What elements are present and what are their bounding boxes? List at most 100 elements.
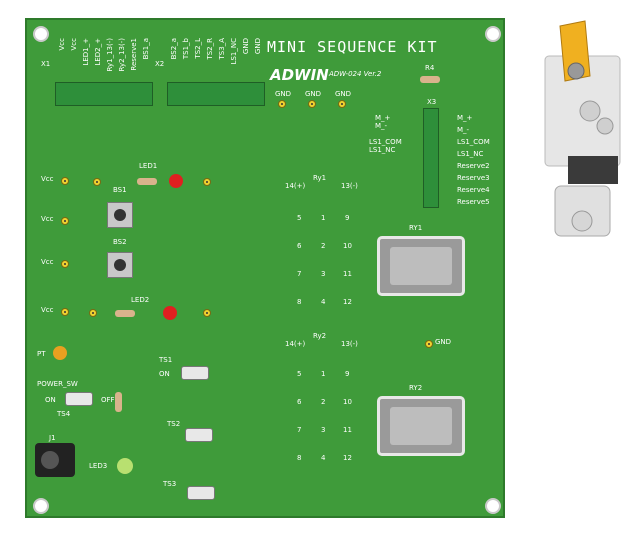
push-button-bs1[interactable]: [107, 202, 133, 228]
ry1-plus-label: 14(+): [285, 182, 306, 190]
led2-pin[interactable]: [89, 309, 97, 317]
vcc-pin[interactable]: [61, 260, 69, 268]
circuit-board: MINI SEQUENCE KIT ADWIN ADW-024 Ver.2 X1…: [25, 18, 505, 518]
x2-terminal-block[interactable]: [167, 82, 265, 106]
gnd-pin[interactable]: [338, 100, 346, 108]
brand-logo: ADWIN: [270, 66, 329, 84]
ry1-contact: 6: [297, 242, 302, 250]
x3-pin-label: LS1_COM: [457, 138, 490, 146]
mounting-hole: [485, 498, 501, 514]
ry1-contact: 1: [321, 214, 326, 222]
x1-pin-label: BS1_a: [142, 38, 150, 60]
gnd-pin[interactable]: [278, 100, 286, 108]
x3-pin-label: LS1_NC: [457, 150, 484, 158]
ts3-label: TS3: [163, 480, 177, 488]
x2-pin-label: TS2_R: [206, 38, 214, 60]
ry1-contact: 10: [343, 242, 352, 250]
ts4-label: TS4: [57, 410, 71, 418]
led3: [117, 458, 133, 474]
ry2-contact: 3: [321, 426, 326, 434]
ry1-relay-label: RY1: [409, 224, 423, 232]
gnd-pin[interactable]: [308, 100, 316, 108]
x3-pin-label: Reserve3: [457, 174, 490, 182]
ry2-relay-label: RY2: [409, 384, 423, 392]
ts1-label: TS1: [159, 356, 173, 364]
resistor-r3: [115, 310, 135, 317]
x2-pin-label: TS3_A: [218, 38, 226, 60]
toggle-switch-ts3[interactable]: [187, 486, 215, 500]
vcc-pin[interactable]: [61, 217, 69, 225]
vcc-label: Vcc: [41, 306, 54, 314]
gnd-pin[interactable]: [425, 340, 433, 348]
led1: [169, 174, 183, 188]
x3-side-label: LS1_COM: [369, 138, 402, 146]
power-switch[interactable]: [65, 392, 93, 406]
ry2-contact: 5: [297, 370, 302, 378]
board-version: ADW-024 Ver.2: [329, 70, 382, 78]
led1-pin[interactable]: [203, 178, 211, 186]
r4-label: R4: [425, 64, 435, 72]
x3-pin-label: Reserve4: [457, 186, 490, 194]
x1-terminal-block[interactable]: [55, 82, 153, 106]
gnd-label: GND: [335, 90, 352, 98]
vcc-label: Vcc: [41, 258, 54, 266]
ry2-contact: 2: [321, 398, 326, 406]
board-title: MINI SEQUENCE KIT: [267, 38, 438, 56]
ry1-contact: 3: [321, 270, 326, 278]
relay-ry2: [377, 396, 465, 456]
toggle-switch-ts2[interactable]: [185, 428, 213, 442]
x2-label: X2: [155, 60, 165, 68]
ry1-label: Ry1: [313, 174, 327, 182]
mounting-hole: [33, 498, 49, 514]
ry2-contact: 6: [297, 398, 302, 406]
x1-pin-label: Vcc: [58, 38, 66, 51]
resistor-r1: [115, 392, 122, 412]
push-button-bs2[interactable]: [107, 252, 133, 278]
led1-label: LED1: [139, 162, 158, 170]
ry1-contact: 7: [297, 270, 302, 278]
x2-pin-label: GND: [242, 38, 250, 55]
ts1-on-label: ON: [159, 370, 170, 378]
gnd-label: GND: [275, 90, 292, 98]
on-label: ON: [45, 396, 56, 404]
resistor-r2: [137, 178, 157, 185]
x1-pin-label: Vcc: [70, 38, 78, 51]
x1-pin-label: Ry2_13(-): [118, 38, 126, 72]
ry2-contact: 4: [321, 454, 326, 462]
ry1-contact: 9: [345, 214, 350, 222]
x2-pin-label: BS2_a: [170, 38, 178, 60]
led2-pin[interactable]: [203, 309, 211, 317]
ry2-contact: 10: [343, 398, 352, 406]
mounting-hole: [485, 26, 501, 42]
gnd-label: GND: [305, 90, 322, 98]
x3-terminal-block[interactable]: [423, 108, 439, 208]
x1-pin-label: Reserve1: [130, 38, 138, 71]
x3-side-label: M_+: [375, 114, 391, 122]
j1-label: J1: [49, 434, 56, 442]
x3-pin-label: Reserve2: [457, 162, 490, 170]
dc-jack-j1[interactable]: [35, 443, 75, 477]
led1-pin[interactable]: [93, 178, 101, 186]
ry1-contact: 12: [343, 298, 352, 306]
ry2-contact: 12: [343, 454, 352, 462]
mounting-hole: [33, 26, 49, 42]
ry2-plus-label: 14(+): [285, 340, 306, 348]
toggle-switch-ts1[interactable]: [181, 366, 209, 380]
ry2-contact: 8: [297, 454, 302, 462]
gnd-label: GND: [435, 338, 452, 346]
x1-pin-label: Ry1_13(-): [106, 38, 114, 72]
ry1-contact: 4: [321, 298, 326, 306]
x2-pin-label: TS2_L: [194, 38, 202, 59]
led2: [163, 306, 177, 320]
bs1-label: BS1: [113, 186, 127, 194]
x2-pin-label: TS1_b: [182, 38, 190, 60]
relay-ry1: [377, 236, 465, 296]
photo-transistor: [53, 346, 67, 360]
vcc-pin[interactable]: [61, 308, 69, 316]
vcc-pin[interactable]: [61, 177, 69, 185]
ry1-contact: 5: [297, 214, 302, 222]
limit-switch-mechanism-photo: [544, 20, 621, 237]
x3-pin-label: Reserve5: [457, 198, 490, 206]
x1-label: X1: [41, 60, 51, 68]
ry1-contact: 8: [297, 298, 302, 306]
